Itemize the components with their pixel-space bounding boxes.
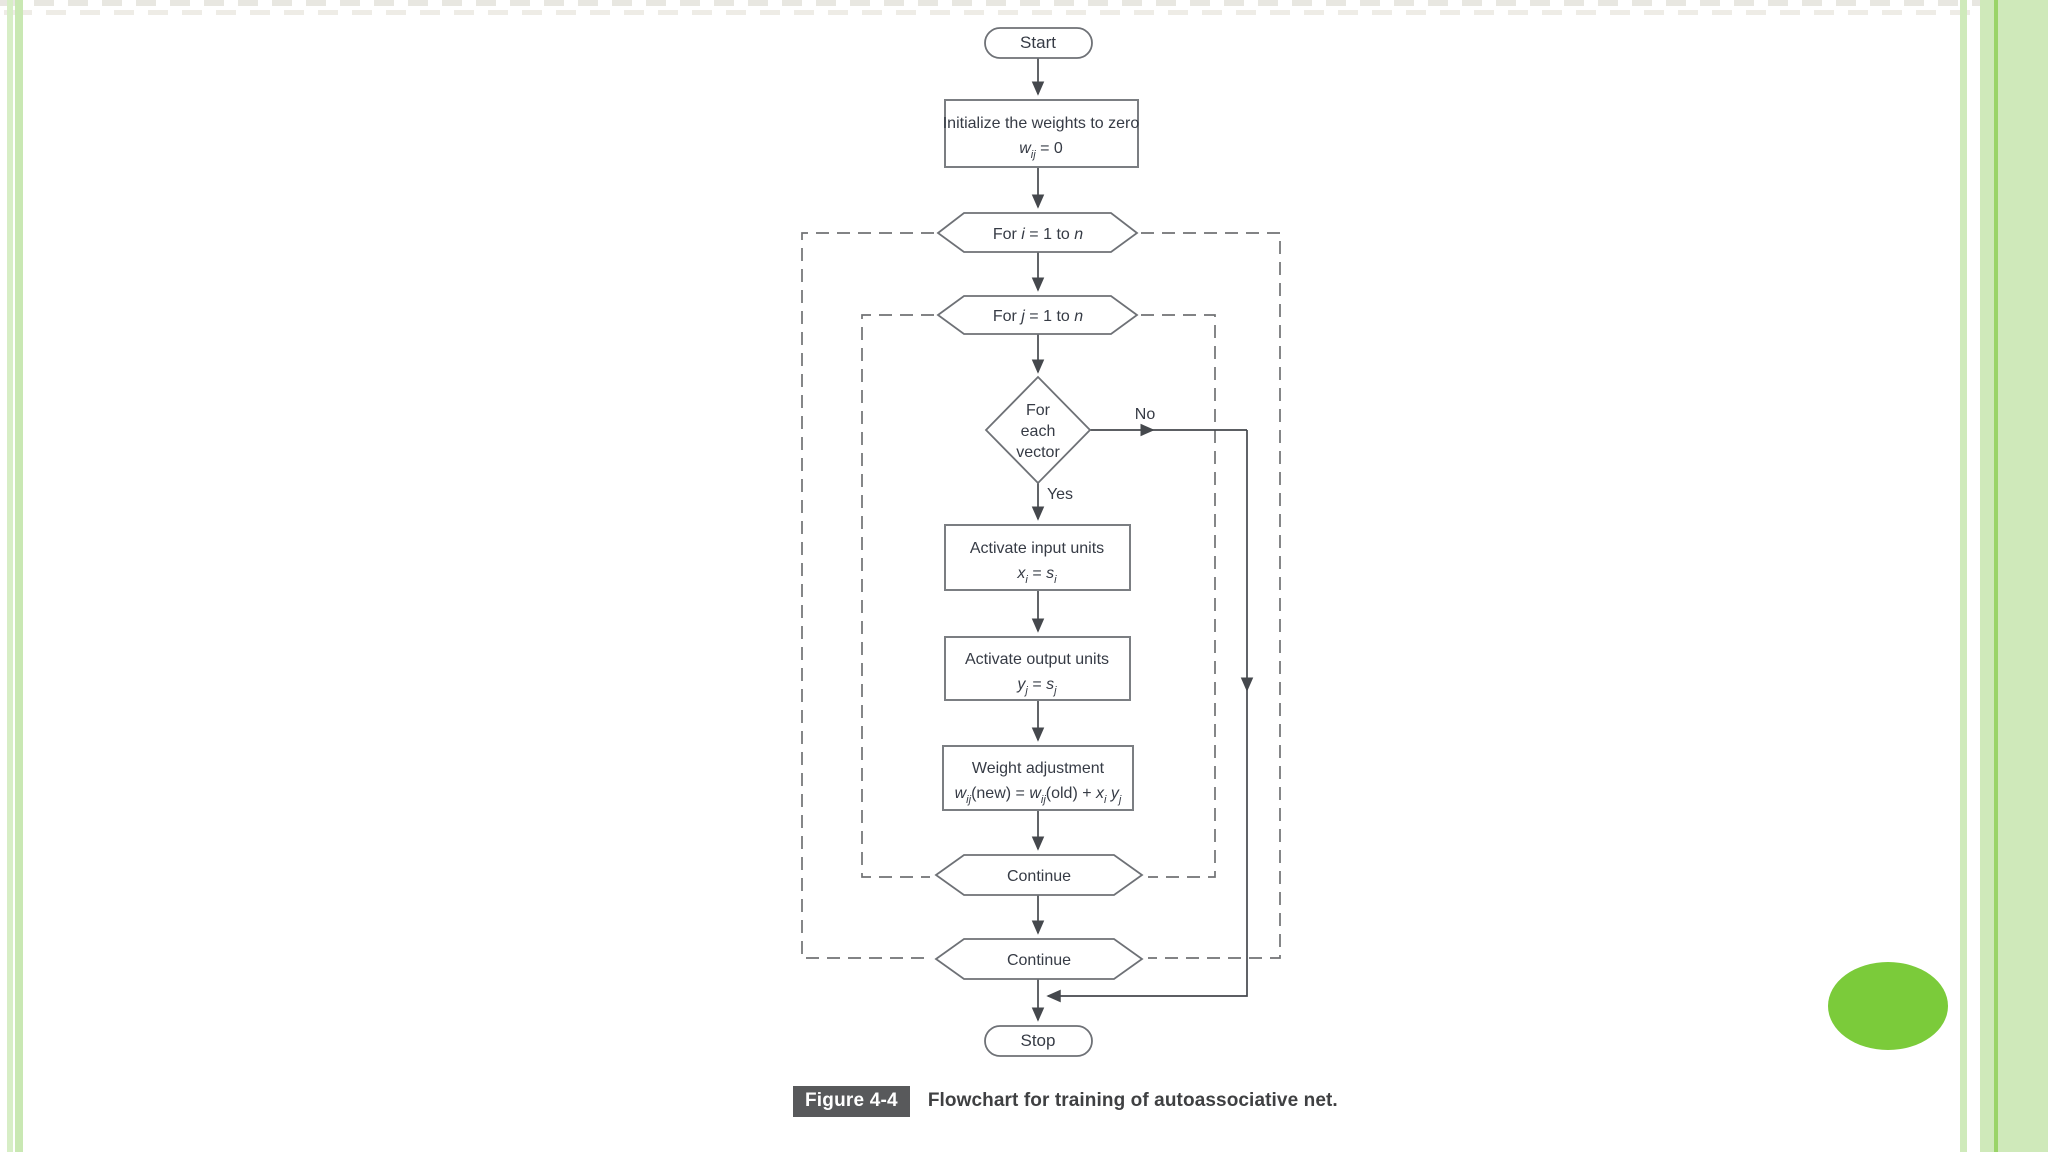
figure-caption: Figure 4-4 Flowchart for training of aut…: [793, 1085, 1338, 1117]
weight-adjustment-label: Weight adjustment: [972, 760, 1105, 777]
loop-j-label: For j = 1 to n: [993, 308, 1083, 325]
init-weights-box: [944, 99, 1139, 168]
activate-output-box: [944, 636, 1131, 701]
stop-label: Stop: [1021, 1031, 1056, 1050]
j-loop-dashed-left: [861, 314, 934, 878]
continue2-label: Continue: [1007, 952, 1071, 969]
activate-input-box: [944, 524, 1131, 591]
left-green-stripe-outer: [7, 0, 13, 1152]
start-terminator: [984, 27, 1093, 59]
activate-input-formula: xi = si: [1016, 565, 1057, 586]
activate-input-label: Activate input units: [970, 540, 1104, 557]
right-green-stripe-thin: [1960, 0, 1967, 1152]
figure-caption-text: Flowchart for training of autoassociativ…: [927, 1090, 1338, 1111]
top-edge-dash-row-1: [0, 0, 2048, 6]
start-label: Start: [1020, 33, 1056, 52]
loop-i-hexagon: [936, 212, 1139, 253]
activate-output-label: Activate output units: [965, 651, 1109, 668]
green-accent-ellipse: [1828, 962, 1948, 1050]
decision-line3: vector: [1016, 444, 1060, 461]
activate-output-formula: yj = sj: [1016, 676, 1057, 697]
init-weights-formula: wij = 0: [1019, 140, 1063, 161]
loop-i-label: For i = 1 to n: [993, 226, 1083, 243]
right-green-band: [1980, 0, 2048, 1152]
for-each-vector-decision: [984, 375, 1092, 485]
i-loop-dashed-right: [1141, 232, 1281, 959]
weight-adjustment-box: [942, 745, 1134, 811]
init-weights-label: Initialize the weights to zero: [943, 115, 1140, 132]
j-loop-dashed-right: [1141, 314, 1216, 878]
left-green-stripe-inner: [15, 0, 23, 1152]
i-loop-dashed-left: [801, 232, 934, 959]
figure-caption-badge: Figure 4-4: [793, 1085, 910, 1117]
stop-terminator: [984, 1025, 1093, 1057]
yes-branch-label: Yes: [1047, 486, 1073, 503]
top-edge-dash-row-2: [0, 10, 2048, 15]
weight-adjustment-formula: wij(new) = wij(old) + xi yj: [955, 785, 1122, 806]
continue1-hexagon: [934, 854, 1144, 896]
no-path-return: [1046, 686, 1248, 1003]
decision-line1: For: [1026, 402, 1051, 419]
continue2-hexagon: [934, 938, 1144, 980]
continue1-label: Continue: [1007, 868, 1071, 885]
right-green-band-line: [1994, 0, 1998, 1152]
no-branch-label: No: [1135, 406, 1156, 423]
decision-line2: each: [1021, 423, 1056, 440]
loop-j-hexagon: [936, 295, 1139, 335]
